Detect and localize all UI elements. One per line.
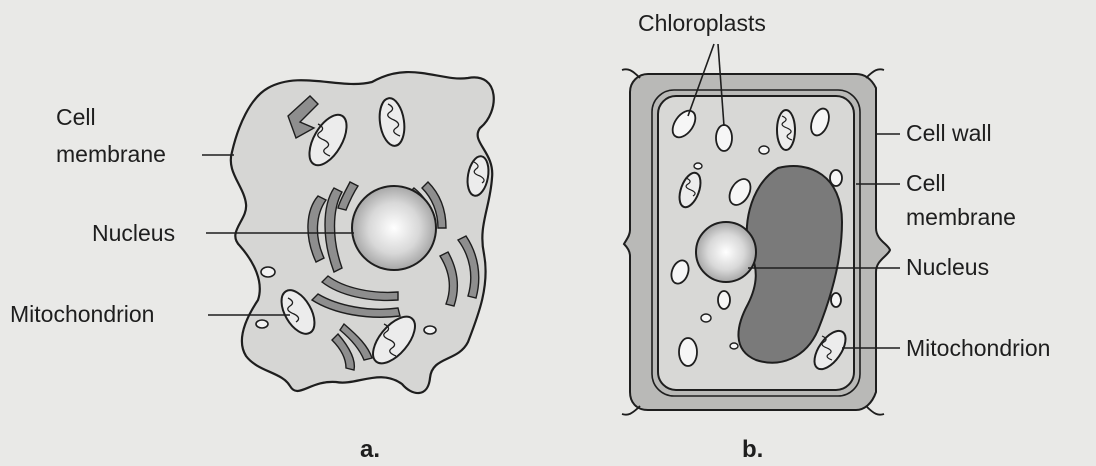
caption-a: a.	[360, 438, 380, 462]
label-cell-membrane-a-line1: Cell	[56, 106, 96, 129]
plant-cell	[622, 44, 900, 415]
label-mitochondrion-a: Mitochondrion	[10, 303, 154, 326]
plant-nucleus	[696, 222, 756, 282]
mitochondrion-b1	[777, 110, 795, 150]
label-nucleus-a: Nucleus	[92, 222, 175, 245]
label-nucleus-b: Nucleus	[906, 256, 989, 279]
label-cell-membrane-b-line1: Cell	[906, 172, 946, 195]
label-cell-membrane-a-line2: membrane	[56, 143, 166, 166]
label-chloroplasts: Chloroplasts	[638, 12, 766, 35]
caption-b: b.	[742, 438, 763, 462]
label-cell-wall: Cell wall	[906, 122, 992, 145]
label-cell-membrane-b-line2: membrane	[906, 206, 1016, 229]
animal-cell	[202, 72, 494, 393]
label-mitochondrion-b: Mitochondrion	[906, 337, 1050, 360]
animal-nucleus	[352, 186, 436, 270]
